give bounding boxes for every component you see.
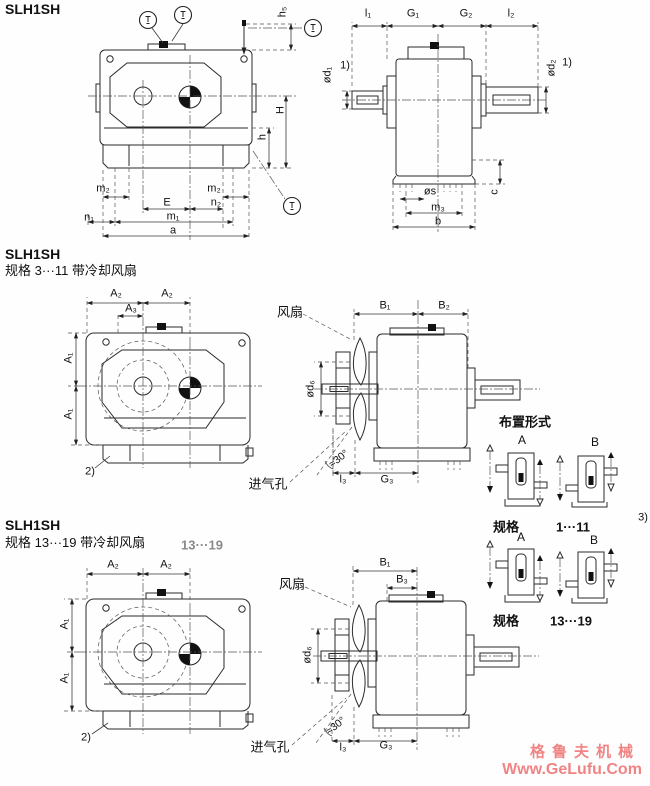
drain-symbol: [252, 150, 302, 216]
footnote-2b: 2): [81, 731, 91, 744]
dim-m3: m₃: [431, 201, 445, 214]
arrangement-title: 布置形式: [498, 414, 552, 430]
dim-E: E: [163, 196, 171, 209]
dim-A1-top: A₁: [62, 352, 75, 364]
dim-A1-top-3: A₁: [58, 618, 71, 630]
section3-subtitle: 规格 13···19 带冷却风扇: [5, 535, 146, 550]
dim-A2-right: A₂: [161, 287, 173, 300]
dim-d6: ød₆: [304, 380, 317, 398]
dim-n1: n₁: [84, 211, 94, 224]
breather-symbol: [138, 10, 164, 44]
footnote-2: 2): [85, 465, 95, 478]
filler-symbol: [171, 5, 193, 42]
dim-m2-right: m₂: [207, 182, 221, 195]
dim-b: b: [434, 215, 442, 228]
dim-a: a: [169, 224, 177, 237]
arrangement-a1-label: A: [517, 433, 527, 447]
arrangement-diagram-a2: [486, 540, 548, 603]
dim-d1: ød₁: [321, 66, 334, 84]
section3-title: SLH1SH: [5, 517, 61, 533]
drawing-front-basic: [87, 5, 323, 240]
spec-label-2: 规格: [492, 613, 520, 629]
spec-range-1: 1···11: [556, 519, 590, 535]
arrangement-diagram-b1: [556, 451, 618, 508]
dim-A1-bottom: A₁: [62, 408, 75, 420]
dim-l3: l₃: [339, 473, 347, 486]
dim-A2-right-3: A₂: [160, 558, 172, 571]
dim-B1: B₁: [379, 299, 391, 312]
arrangement-b1-label: B: [590, 435, 600, 449]
dim-G3-3: G₃: [379, 739, 393, 752]
section3-ghost-range: 13···19: [181, 537, 223, 553]
section1-title: SLH1SH: [5, 1, 61, 17]
drawing-side-basic: [342, 22, 551, 232]
drawing-side-fan-large: [291, 566, 540, 751]
arrangement-a2-label: A: [516, 530, 526, 544]
dim-n2: n₂: [210, 196, 222, 209]
drawing-front-fan-small: [68, 297, 262, 468]
drawing-front-fan-large: [64, 568, 262, 734]
fan-callout-3: 风扇: [278, 576, 306, 592]
dim-G1: G₁: [406, 7, 420, 20]
oil-level-symbol: [248, 18, 323, 38]
spec-label-1: 规格: [492, 519, 520, 535]
dim-s: øs: [423, 185, 437, 198]
dim-d2: ød₂: [545, 59, 558, 77]
dim-l3-3: l₃: [339, 741, 347, 754]
fan-callout: 风扇: [276, 304, 304, 320]
dim-h5: h₅: [276, 6, 289, 18]
dim-A3: A₃: [125, 302, 137, 315]
dim-A2-left-3: A₂: [107, 558, 119, 571]
footnote-1-left: 1): [340, 59, 350, 72]
drawing-side-fan-small: [289, 299, 541, 484]
footnote-3: 3): [638, 511, 648, 524]
dim-A1-bottom-3: A₁: [58, 672, 71, 684]
dim-B1-3: B₁: [379, 556, 391, 569]
arrangement-diagram-b2: [556, 547, 618, 604]
dim-d6-3: ød₆: [301, 646, 314, 664]
arrangement-diagram-a1: [486, 444, 548, 507]
dim-l2: l₂: [507, 7, 515, 20]
watermark-brand: 格鲁夫机械: [529, 744, 641, 761]
dim-H: H: [274, 106, 287, 114]
spec-range-2: 13···19: [550, 613, 592, 629]
dim-A2-left: A₂: [110, 287, 122, 300]
footnote-1-right: 1): [562, 56, 572, 69]
air-intake-callout-3: 进气孔: [250, 739, 290, 755]
air-intake-callout: 进气孔: [248, 476, 288, 492]
dim-h: h: [256, 133, 269, 141]
dim-B3: B₃: [396, 573, 408, 586]
section2-subtitle: 规格 3···11 带冷却风扇: [5, 263, 137, 278]
watermark-url: Www.GeLufu.Com: [502, 761, 642, 778]
dim-l1: l₁: [364, 7, 372, 20]
dim-m1: m₁: [166, 210, 180, 223]
dim-B2: B₂: [438, 299, 450, 312]
dim-G2: G₂: [459, 7, 473, 20]
dim-c: c: [488, 189, 501, 195]
section2-title: SLH1SH: [5, 246, 61, 262]
dim-m2-left: m₂: [96, 182, 110, 195]
dim-G3: G₃: [380, 473, 394, 486]
arrangement-b2-label: B: [589, 533, 599, 547]
